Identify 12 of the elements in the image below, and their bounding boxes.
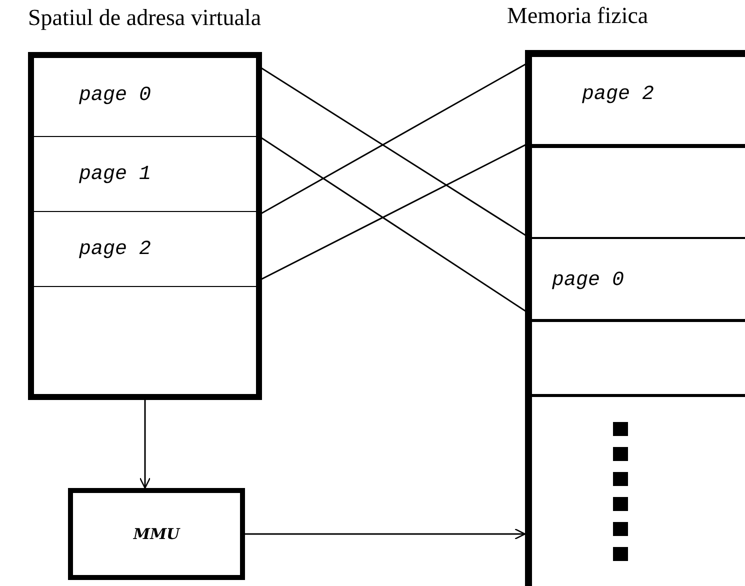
mmu-box: MMU [68, 488, 245, 580]
page-label: page 0 [552, 269, 624, 292]
page-label: page 1 [79, 163, 152, 186]
heading: Memoria fizica [507, 3, 648, 29]
page-label: page 2 [582, 83, 654, 106]
arrow [245, 528, 526, 540]
heading: Spatiul de adresa virtuala [28, 5, 262, 31]
arrow [139, 400, 151, 489]
page-label: page 2 [79, 238, 152, 261]
page-slot [34, 211, 256, 286]
page-label: page 0 [79, 84, 152, 107]
page-slot [532, 237, 745, 319]
